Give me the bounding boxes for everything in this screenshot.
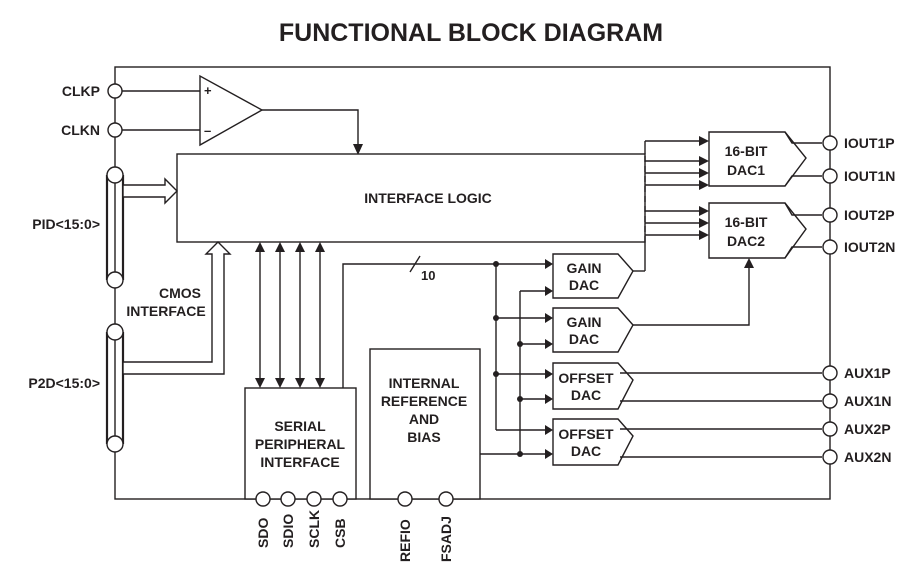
offset-dac-2-label-line2: DAC (571, 443, 601, 459)
gain-dac-2-block (552, 307, 634, 353)
pid-label: PID<15:0> (32, 216, 100, 232)
aux2p-pin (822, 421, 838, 437)
refio-pin (397, 491, 413, 507)
bus-width-label: 10 (421, 268, 435, 283)
clkn-pin (107, 122, 123, 138)
gain1-arrowhead (699, 136, 709, 146)
dac1-label-line1: 16-BIT (725, 143, 768, 159)
refio-label: REFIO (397, 519, 413, 562)
gain-dac-2-label-line2: DAC (569, 331, 599, 347)
gain-dac-1-label-line1: GAIN (567, 260, 602, 276)
spi-bus-arrows (255, 242, 325, 388)
pid-to-logic-arrow (122, 177, 178, 205)
offset-dac-2-label-line1: OFFSET (558, 426, 614, 442)
offset-dac-1-label-line2: DAC (571, 387, 601, 403)
gain-dac-1-block (552, 253, 634, 299)
ref-label-line2: REFERENCE (381, 393, 467, 409)
iout2p-pin (822, 207, 838, 223)
offset-dac-2-block (552, 418, 634, 466)
spi-label-line2: PERIPHERAL (255, 436, 346, 452)
sdio-label: SDIO (280, 514, 296, 548)
ref-label-line3: AND (409, 411, 439, 427)
iout1n-pin (822, 168, 838, 184)
diagram-title: FUNCTIONAL BLOCK DIAGRAM (279, 19, 663, 47)
aux2p-label: AUX2P (844, 421, 891, 437)
dac1-block (708, 131, 807, 187)
p2d-label: P2D<15:0> (28, 375, 100, 391)
bus-slash (409, 255, 421, 273)
fsadj-pin (438, 491, 454, 507)
cmos-label-line2: INTERFACE (126, 303, 205, 319)
clkp-pin (107, 83, 123, 99)
spi-label-line3: INTERFACE (260, 454, 339, 470)
fsadj-label: FSADJ (438, 516, 454, 562)
clkp-label: CLKP (62, 83, 100, 99)
cmos-label-line1: CMOS (159, 285, 201, 301)
serial-peripheral-interface-block (244, 387, 357, 500)
sclk-pin (306, 491, 322, 507)
gain2-arrowhead (744, 258, 754, 268)
aux2n-label: AUX2N (844, 449, 891, 465)
ref-label-line4: BIAS (407, 429, 440, 445)
offset-dac-1-block (552, 362, 634, 410)
dac2-label-line2: DAC2 (727, 233, 765, 249)
gain2-to-dac2-wire (633, 268, 750, 326)
csb-label: CSB (332, 518, 348, 548)
aux2n-pin (822, 449, 838, 465)
pid-pin-bottom (106, 271, 124, 289)
offset-dac-1-label-line1: OFFSET (558, 370, 614, 386)
control-bus-distribution (493, 259, 553, 435)
sdo-pin (255, 491, 271, 507)
internal-reference-block (369, 348, 481, 500)
iout1n-label: IOUT1N (844, 168, 895, 184)
clock-receiver-amplifier (199, 74, 264, 147)
amp-plus-sign: + (204, 83, 212, 98)
dac-output-wires (784, 131, 822, 259)
clkn-label: CLKN (61, 122, 100, 138)
spi-label-line1: SERIAL (274, 418, 326, 434)
csb-pin (332, 491, 348, 507)
iout2p-label: IOUT2P (844, 207, 895, 223)
gain-dac-2-label-line1: GAIN (567, 314, 602, 330)
logic-to-dac-arrows (645, 156, 709, 240)
ref-label-line1: INTERNAL (389, 375, 460, 391)
amp-minus-sign: – (204, 123, 211, 138)
interface-logic-label: INTERFACE LOGIC (364, 190, 492, 206)
p2d-pin-top (106, 323, 124, 341)
aux1n-pin (822, 393, 838, 409)
dac2-block (708, 202, 807, 259)
aux1n-label: AUX1N (844, 393, 891, 409)
pid-pin-top (106, 166, 124, 184)
p2d-pin-bottom (106, 435, 124, 453)
sclk-label: SCLK (306, 510, 322, 548)
p2d-to-logic-arrow (122, 241, 232, 375)
iout2n-pin (822, 239, 838, 255)
iout1p-pin (822, 135, 838, 151)
p2d-bus (105, 332, 125, 444)
aux1p-pin (822, 365, 838, 381)
clock-arrowhead (353, 144, 363, 155)
dac2-label-line1: 16-BIT (725, 214, 768, 230)
aux-output-wires (620, 372, 822, 458)
dac1-label-line2: DAC1 (727, 162, 765, 178)
clock-to-logic-wire (262, 109, 359, 146)
iout1p-label: IOUT1P (844, 135, 895, 151)
iout2n-label: IOUT2N (844, 239, 895, 255)
sdio-pin (280, 491, 296, 507)
gain-dac-1-label-line2: DAC (569, 277, 599, 293)
reference-distribution (480, 286, 553, 459)
aux1p-label: AUX1P (844, 365, 891, 381)
control-bus-wire (342, 263, 496, 388)
sdo-label: SDO (255, 518, 271, 548)
